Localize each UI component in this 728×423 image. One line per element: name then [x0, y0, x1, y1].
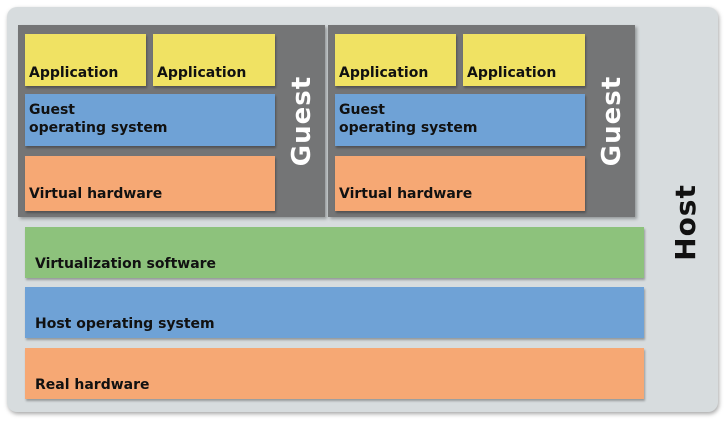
virtual-hardware-label: Virtual hardware	[29, 186, 163, 202]
guest-label: Guest	[597, 75, 628, 167]
guest-1-virtual-hardware: Virtual hardware	[25, 156, 275, 211]
virtualization-software-label: Virtualization software	[35, 256, 217, 272]
virtualization-software-layer: Virtualization software	[25, 227, 644, 278]
real-hardware-label: Real hardware	[35, 377, 150, 393]
guest-1-label-box: Guest	[282, 25, 322, 217]
guest-1-operating-system: Guest operating system	[25, 94, 275, 146]
real-hardware-layer: Real hardware	[25, 348, 644, 399]
host-label: Host	[668, 183, 702, 261]
virtual-hardware-label: Virtual hardware	[339, 186, 473, 202]
guest-label: Guest	[287, 75, 318, 167]
application-label: Application	[339, 65, 429, 81]
host-label-box: Host	[655, 157, 715, 287]
guest-os-label: Guest operating system	[29, 102, 168, 136]
application-label: Application	[467, 65, 557, 81]
guest-1-application-1: Application	[25, 34, 146, 86]
host-operating-system-layer: Host operating system	[25, 287, 644, 338]
guest-2-application-1: Application	[335, 34, 456, 86]
guest-1-application-2: Application	[153, 34, 275, 86]
guest-os-label: Guest operating system	[339, 102, 478, 136]
guest-2-operating-system: Guest operating system	[335, 94, 585, 146]
host-container: Application Application Guest operating …	[7, 7, 718, 412]
application-label: Application	[29, 65, 119, 81]
guest-2-label-box: Guest	[592, 25, 632, 217]
guest-2: Application Application Guest operating …	[328, 25, 635, 217]
host-operating-system-label: Host operating system	[35, 316, 215, 332]
guest-2-application-2: Application	[463, 34, 585, 86]
guest-1: Application Application Guest operating …	[18, 25, 325, 217]
application-label: Application	[157, 65, 247, 81]
guest-2-virtual-hardware: Virtual hardware	[335, 156, 585, 211]
